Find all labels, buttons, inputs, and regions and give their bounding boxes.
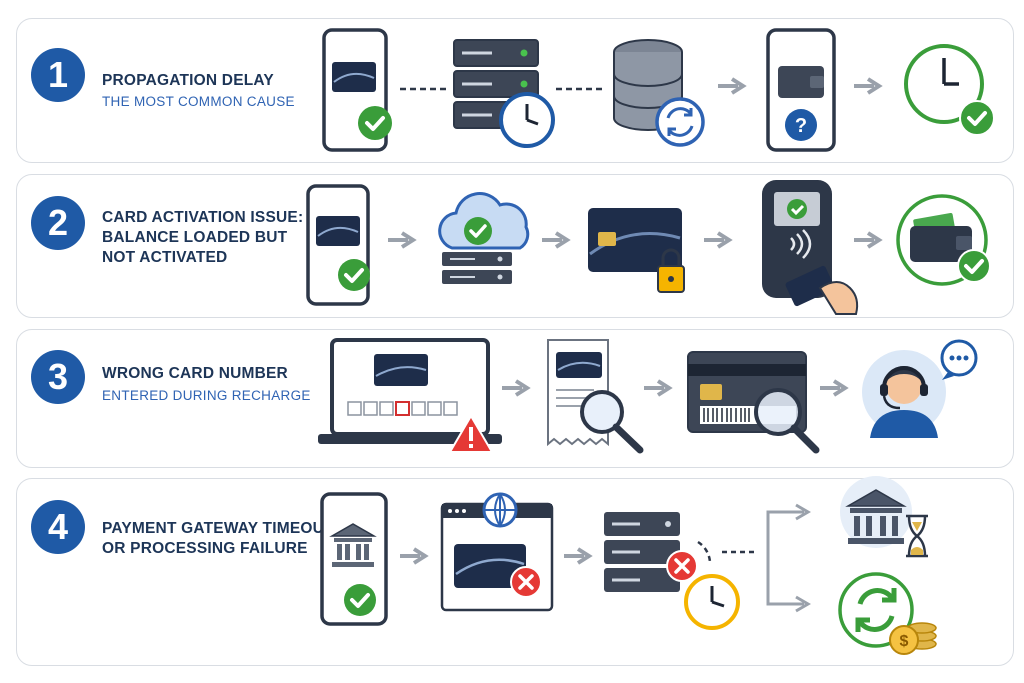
cloud-server-check-icon [438, 192, 530, 284]
step-title-2: CARD ACTIVATION ISSUE: BALANCE LOADED BU… [102, 209, 304, 266]
step-number-badge-3: 3 [31, 350, 85, 404]
step-number-badge-2: 2 [31, 196, 85, 250]
step-number-badge-1: 1 [31, 48, 85, 102]
step-panel-3 [16, 329, 1014, 468]
arrow-right-icon [564, 547, 593, 565]
bank-hourglass-icon [840, 476, 928, 558]
refund-coins-icon: $ [838, 572, 937, 655]
arrow-right-icon [704, 231, 733, 249]
arrow-right-icon [542, 231, 571, 249]
phone-wallet-question-icon: ? [766, 28, 836, 152]
svg-text:?: ? [795, 115, 807, 137]
payment-terminal-tap-icon [762, 180, 859, 315]
database-sync-icon [613, 39, 705, 147]
phone-card-check-icon [306, 184, 370, 306]
arrow-right-icon [644, 379, 673, 397]
branch-arrows [766, 503, 811, 613]
step-title-4: PAYMENT GATEWAY TIMEOUT OR PROCESSING FA… [102, 520, 334, 557]
dashed-connector [400, 87, 448, 91]
arrow-right-icon [854, 231, 883, 249]
step-title-1: PROPAGATION DELAY [102, 72, 274, 89]
arrow-right-icon [820, 379, 849, 397]
step-subtitle-1: THE MOST COMMON CAUSE [102, 94, 295, 109]
step-subtitle-3: ENTERED DURING RECHARGE [102, 388, 311, 403]
clock-check-icon [904, 44, 995, 136]
card-locked-icon [588, 208, 685, 293]
phone-card-check-icon [322, 28, 392, 152]
arrow-right-icon [400, 547, 429, 565]
card-barcode-magnifier-icon [687, 351, 820, 454]
support-agent-icon [862, 339, 978, 438]
wallet-check-icon [896, 194, 991, 286]
server-clock-icon [453, 39, 555, 148]
browser-card-error-icon [440, 492, 554, 612]
arrow-right-icon [388, 231, 417, 249]
svg-text:$: $ [900, 633, 909, 650]
laptop-card-entry-warning-icon [318, 338, 502, 453]
step-number-badge-4: 4 [31, 500, 85, 554]
arrow-right-icon [854, 77, 883, 95]
server-error-clock-icon [604, 512, 758, 630]
arrow-right-icon [718, 77, 747, 95]
dashed-connector [556, 87, 606, 91]
arrow-right-icon [502, 379, 531, 397]
phone-bank-check-icon [320, 492, 388, 626]
receipt-magnifier-icon [547, 339, 644, 454]
step-title-3: WRONG CARD NUMBER [102, 365, 288, 382]
